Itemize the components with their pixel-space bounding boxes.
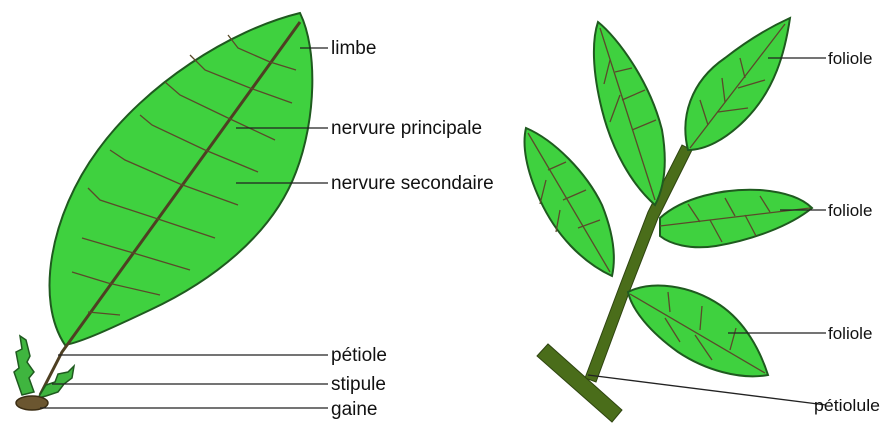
label-foliole-bottom: foliole	[828, 324, 872, 343]
label-foliole-top: foliole	[828, 49, 872, 68]
label-nervure-secondaire: nervure secondaire	[331, 173, 494, 194]
simple-leaf	[14, 13, 312, 410]
label-nervure-principale: nervure principale	[331, 118, 482, 139]
label-foliole-middle: foliole	[828, 201, 872, 220]
leaflet-middle-right	[660, 190, 812, 248]
label-petiolule: pétiolule	[814, 396, 880, 415]
label-stipule: stipule	[331, 374, 386, 395]
label-gaine: gaine	[331, 399, 378, 420]
leaflet-upper-left	[594, 22, 665, 205]
petiolule	[537, 344, 622, 422]
compound-leaf	[525, 18, 812, 422]
stipule-left	[14, 336, 34, 395]
label-limbe: limbe	[331, 38, 376, 59]
stipule-right	[38, 366, 74, 398]
label-petiole: pétiole	[331, 345, 387, 366]
